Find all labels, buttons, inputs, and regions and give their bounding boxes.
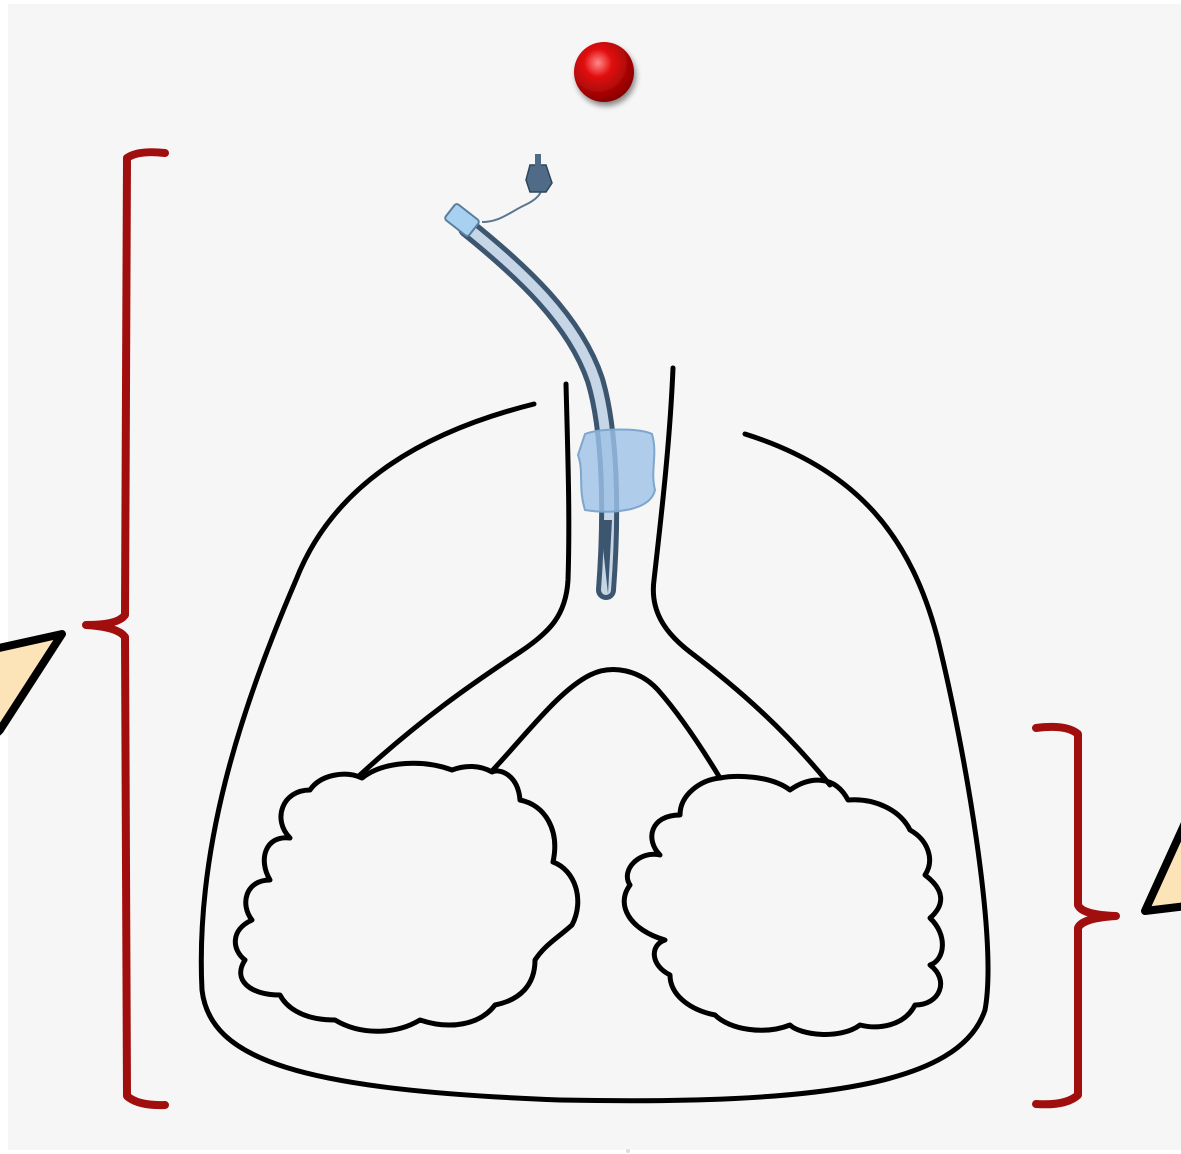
bottom-mark: [626, 1149, 630, 1153]
background-panel: [8, 4, 1181, 1150]
tube-cuff: [578, 430, 655, 512]
red-pushpin-icon: [574, 42, 634, 102]
pilot-balloon: [526, 165, 552, 192]
pilot-valve: [535, 154, 541, 166]
